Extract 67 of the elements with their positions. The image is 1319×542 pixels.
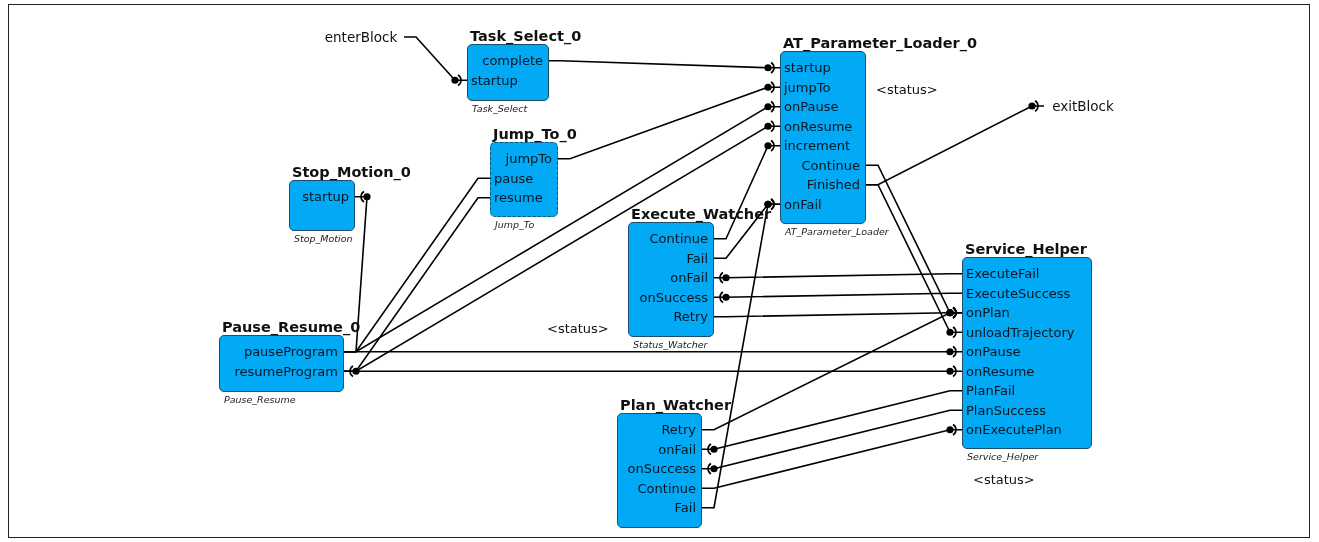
- port-label: Retry: [629, 307, 713, 327]
- port-label: PlanFail: [963, 381, 1091, 401]
- port-label: onResume: [963, 361, 1091, 381]
- status-label: <status>: [547, 321, 609, 336]
- block-type-caption: AT_Parameter_Loader: [785, 226, 889, 237]
- port-label: onPause: [781, 97, 865, 117]
- port-label: Continue: [618, 478, 701, 498]
- port-label: Fail: [618, 498, 701, 518]
- connector-line: [403, 36, 468, 87]
- block-title: Service_Helper: [965, 241, 1087, 257]
- connector-line: [548, 59, 781, 74]
- port-label: onExecutePlan: [963, 420, 1091, 440]
- connector-line: [343, 345, 963, 358]
- port-label: onSuccess: [629, 287, 713, 307]
- port-label: onFail: [618, 439, 701, 459]
- port-label: onFail: [629, 268, 713, 288]
- block-title: Jump_To_0: [493, 126, 577, 142]
- port-label: Continue: [781, 155, 865, 175]
- port-label: complete: [468, 51, 548, 71]
- port-label: startup: [290, 187, 354, 207]
- port-label: startup: [468, 70, 548, 90]
- connector-line: [701, 409, 963, 475]
- connector-line: [343, 365, 963, 378]
- terminal-label: enterBlock: [318, 27, 404, 47]
- connector-line: [713, 139, 781, 240]
- port-label: onSuccess: [618, 459, 701, 479]
- port-label: Retry: [618, 420, 701, 440]
- port-label: onPlan: [963, 303, 1091, 323]
- port-label: jumpTo: [781, 77, 865, 97]
- block-title: Task_Select_0: [470, 28, 582, 44]
- connector-line: [701, 306, 963, 431]
- status-label: <status>: [876, 82, 938, 97]
- port-label: startup: [781, 58, 865, 78]
- block-type-caption: Status_Watcher: [633, 339, 708, 350]
- block-title: AT_Parameter_Loader_0: [783, 35, 977, 51]
- port-label: increment: [781, 136, 865, 156]
- connector-line: [701, 198, 781, 509]
- connector-line: [701, 389, 963, 456]
- block-type-caption: Task_Select: [472, 103, 528, 114]
- connector-line: [557, 81, 781, 160]
- port-label: ExecuteFail: [963, 264, 1091, 284]
- block-type-caption: Service_Helper: [967, 451, 1039, 462]
- terminal-label: exitBlock: [1044, 96, 1122, 116]
- port-label: PlanSuccess: [963, 400, 1091, 420]
- port-label: ExecuteSuccess: [963, 283, 1091, 303]
- block-type-caption: Pause_Resume: [224, 394, 296, 405]
- block-title: Stop_Motion_0: [292, 164, 411, 180]
- connector-line: [701, 423, 963, 490]
- block-title: Plan_Watcher: [620, 397, 732, 413]
- port-label: Fail: [629, 248, 713, 268]
- connector-line: [865, 183, 963, 339]
- port-label: onPause: [963, 342, 1091, 362]
- port-label: resume: [491, 188, 557, 208]
- port-label: Finished: [781, 175, 865, 195]
- port-label: pause: [491, 168, 557, 188]
- connector-line: [713, 271, 963, 284]
- port-label: jumpTo: [491, 149, 557, 169]
- port-label: pauseProgram: [220, 342, 343, 362]
- block-type-caption: Jump_To: [495, 219, 535, 230]
- port-label: onFail: [781, 194, 865, 214]
- port-label: Continue: [629, 229, 713, 249]
- port-label: resumeProgram: [220, 361, 343, 381]
- port-label: unloadTrajectory: [963, 322, 1091, 342]
- block-type-caption: Stop_Motion: [294, 233, 353, 244]
- connector-line: [713, 291, 963, 304]
- port-label: onResume: [781, 116, 865, 136]
- status-label: <status>: [973, 472, 1035, 487]
